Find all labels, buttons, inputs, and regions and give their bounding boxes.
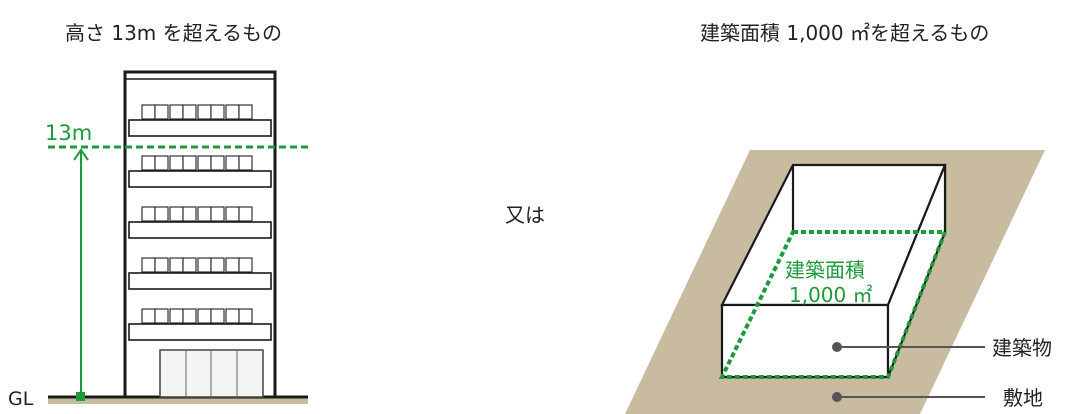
area-label-line1: 建築面積	[785, 258, 865, 282]
window-pane	[225, 257, 240, 273]
connector-text: 又は	[505, 203, 545, 227]
window-pane	[225, 308, 240, 324]
balcony-slab	[128, 119, 272, 137]
window-pane	[197, 308, 212, 324]
window-pane	[169, 206, 184, 222]
window-pane	[154, 206, 169, 222]
window-pane	[225, 155, 240, 171]
window-pane	[154, 257, 169, 273]
site-label: 敷地	[1003, 386, 1043, 410]
right-panel-title: 建築面積 1,000 ㎡を超えるもの	[700, 21, 989, 45]
window-pane	[238, 206, 253, 222]
window-pane	[169, 155, 184, 171]
window-pane	[197, 206, 212, 222]
window-pane	[169, 104, 184, 120]
height-measure-base	[76, 392, 85, 401]
window-pane	[225, 104, 240, 120]
window-pane	[182, 308, 197, 324]
window-pane	[169, 308, 184, 324]
balcony-slab	[128, 323, 272, 341]
balcony-slab	[128, 272, 272, 290]
tall-building	[123, 70, 277, 399]
window-pane	[225, 206, 240, 222]
window-pane	[210, 104, 225, 120]
left-panel-title: 高さ 13m を超えるもの	[65, 21, 282, 45]
ground-label: GL	[8, 388, 34, 410]
building-box	[720, 163, 947, 379]
window-pane	[141, 104, 156, 120]
window-pane	[154, 308, 169, 324]
window-pane	[210, 308, 225, 324]
window-pane	[238, 155, 253, 171]
window-pane	[210, 155, 225, 171]
ground-strip	[48, 396, 308, 404]
window-pane	[182, 155, 197, 171]
window-pane	[182, 206, 197, 222]
window-pane	[154, 155, 169, 171]
height-label: 13m	[45, 121, 92, 145]
window-pane	[141, 308, 156, 324]
balcony-slab	[128, 221, 272, 239]
window-pane	[197, 155, 212, 171]
window-pane	[182, 257, 197, 273]
window-pane	[210, 257, 225, 273]
window-pane	[238, 104, 253, 120]
window-pane	[141, 155, 156, 171]
window-pane	[141, 206, 156, 222]
window-pane	[197, 104, 212, 120]
window-pane	[154, 104, 169, 120]
window-pane	[182, 104, 197, 120]
window-pane	[141, 257, 156, 273]
building-label: 建築物	[992, 336, 1052, 360]
building-area-outline	[718, 230, 948, 379]
window-pane	[238, 308, 253, 324]
window-pane	[210, 206, 225, 222]
window-pane	[197, 257, 212, 273]
window-pane	[169, 257, 184, 273]
window-pane	[238, 257, 253, 273]
balcony-slab	[128, 170, 272, 188]
height-arrow-head	[73, 148, 89, 161]
area-label-line2: 1,000 ㎡	[789, 283, 873, 307]
